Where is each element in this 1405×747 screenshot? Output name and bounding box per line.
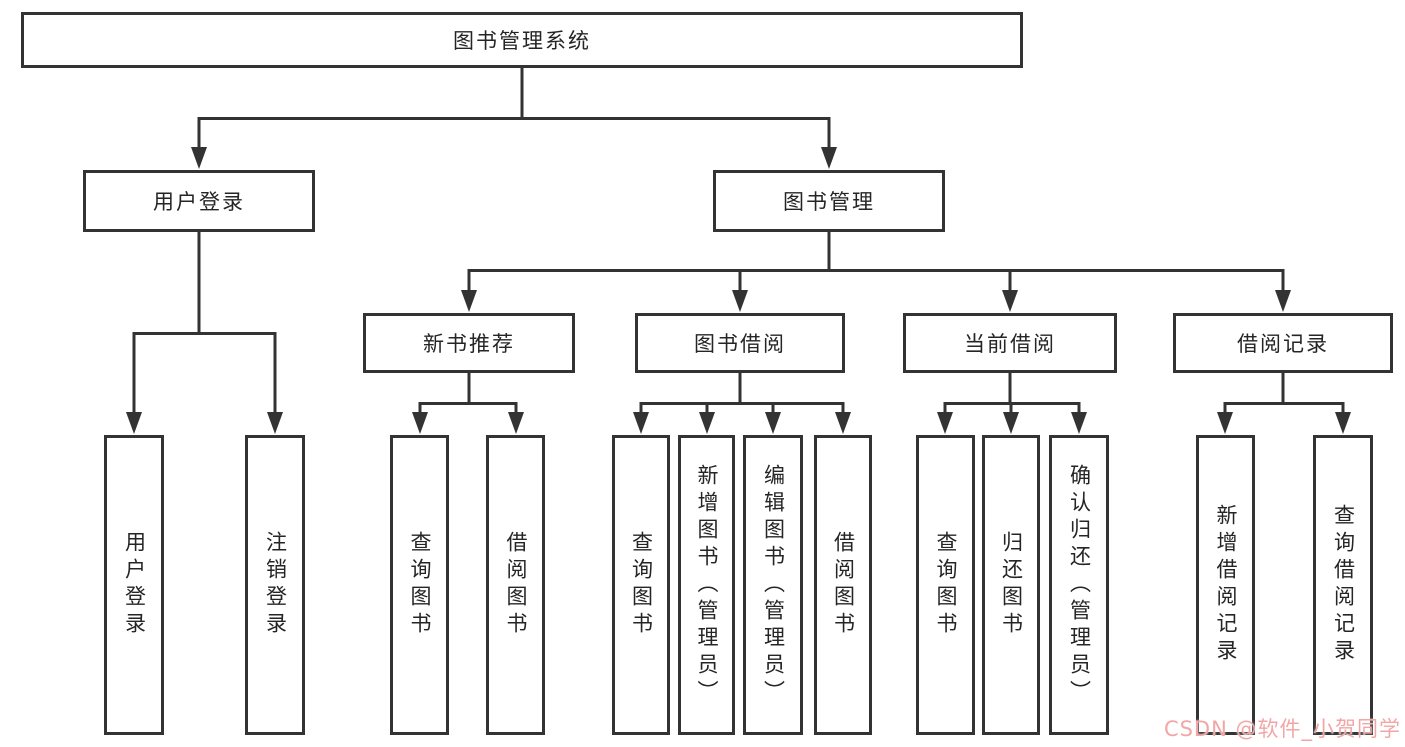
- connector-newrec-to-leaves: [418, 373, 518, 418]
- node-user-login: 用户登录: [83, 170, 315, 232]
- connector-borrow-to-leaves: [639, 373, 845, 418]
- arrowheads: [126, 147, 1351, 434]
- csdn-watermark: CSDN @软件_小贺同学: [1163, 717, 1401, 741]
- leaf-borrow-book-2: 借阅图书: [814, 435, 872, 735]
- node-book-borrowing: 图书借阅: [635, 313, 845, 373]
- leaf-confirm-return-admin: 确认归还（管理员）: [1049, 435, 1109, 735]
- leaf-logout: 注销登录: [245, 435, 305, 735]
- leaf-query-book-2: 查询图书: [612, 435, 670, 735]
- leaf-query-borrow-record: 查询借阅记录: [1313, 435, 1373, 735]
- leaf-return-book: 归还图书: [982, 435, 1040, 735]
- connector-userlogin-to-leaves: [132, 232, 277, 418]
- node-new-book-recommend: 新书推荐: [363, 313, 575, 373]
- node-library-system: 图书管理系统: [21, 12, 1023, 68]
- leaf-add-borrow-record: 新增借阅记录: [1196, 435, 1255, 735]
- connector-root-to-level2: [197, 68, 831, 152]
- connector-bookmgmt-to-level3: [467, 232, 1285, 296]
- node-book-management: 图书管理: [713, 170, 945, 232]
- leaf-edit-book-admin: 编辑图书（管理员）: [743, 435, 803, 735]
- leaf-user-login: 用户登录: [104, 435, 164, 735]
- leaf-borrow-book-1: 借阅图书: [486, 435, 545, 735]
- leaf-query-book-3: 查询图书: [916, 435, 975, 735]
- leaf-add-book-admin: 新增图书（管理员）: [678, 435, 735, 735]
- connector-current-to-leaves: [943, 373, 1081, 418]
- connector-records-to-leaves: [1223, 373, 1345, 418]
- leaf-query-book-1: 查询图书: [390, 435, 449, 735]
- node-current-borrowing: 当前借阅: [903, 313, 1117, 373]
- node-borrow-records: 借阅记录: [1173, 313, 1393, 373]
